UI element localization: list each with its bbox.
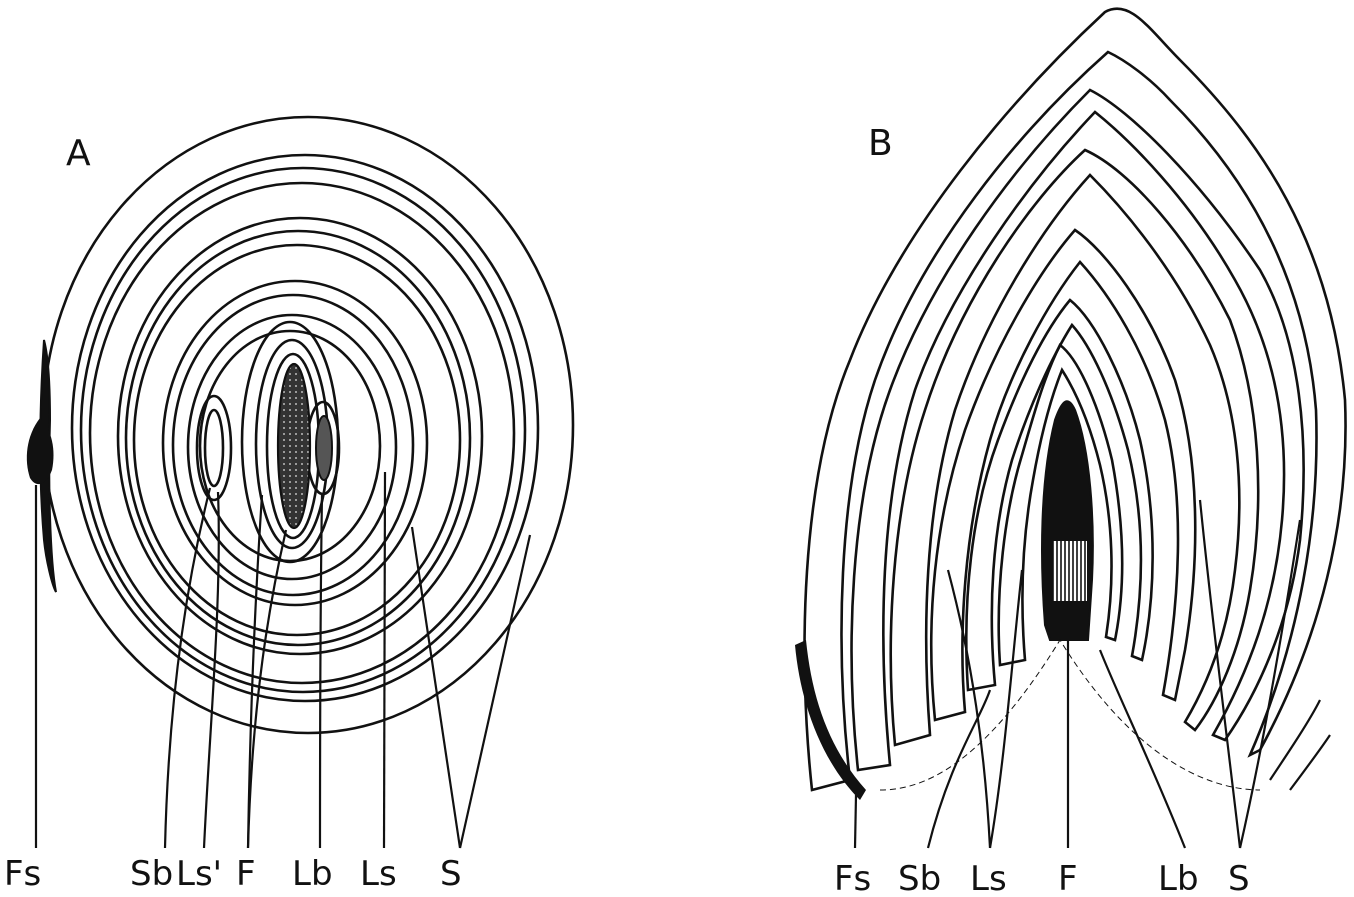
flower-pedicel-b	[1052, 540, 1088, 602]
callouts-b: Fs Sb Ls F Lb S	[834, 859, 1250, 897]
callout-lb-b: Lb	[1158, 859, 1199, 897]
callout-f-b: F	[1058, 859, 1078, 897]
lateral-bud-left-a	[197, 396, 231, 500]
panel-b-label: B	[868, 123, 893, 164]
callout-s-b: S	[1228, 859, 1250, 897]
callout-fs-b: Fs	[834, 859, 871, 897]
callout-sb-a: Sb	[130, 854, 173, 894]
callout-ls-prime-a: Ls'	[176, 854, 222, 894]
callout-ls-a: Ls	[360, 854, 397, 894]
callouts-a: Fs Sb Ls' F Lb Ls S	[4, 854, 462, 894]
panel-a-scales	[43, 117, 573, 733]
callout-s-a: S	[440, 854, 462, 894]
callout-ls-b: Ls	[970, 859, 1007, 897]
callout-fs-a: Fs	[4, 854, 41, 894]
panel-a: A	[4, 117, 573, 894]
panel-a-label: A	[66, 133, 91, 174]
callout-sb-b: Sb	[898, 859, 941, 897]
panel-b: B	[795, 9, 1346, 897]
leader-lines-a	[36, 472, 530, 848]
flower-bud-a	[278, 364, 310, 528]
flower-bud-b	[1042, 401, 1093, 640]
callout-f-a: F	[236, 854, 256, 894]
callout-lb-a: Lb	[292, 854, 333, 894]
